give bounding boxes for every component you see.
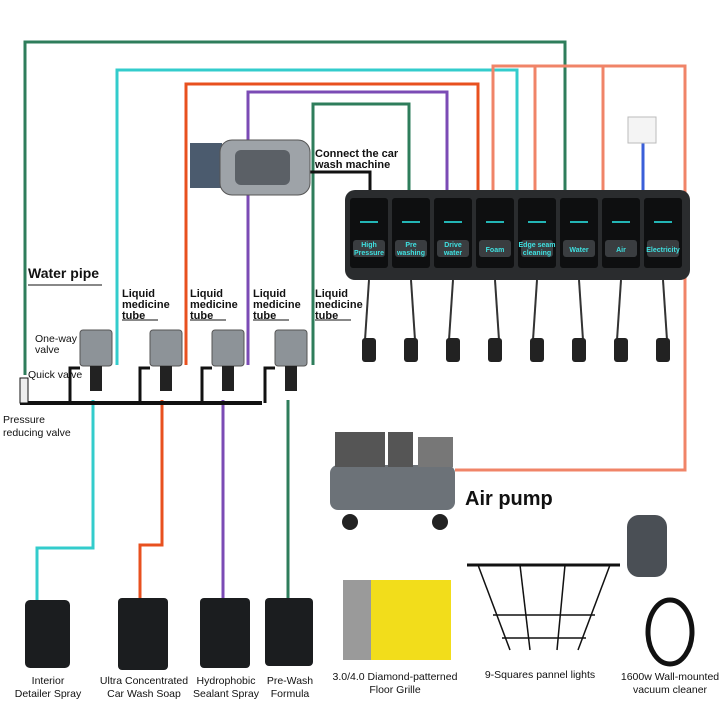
quick-valve-label: Quick valve xyxy=(28,369,82,381)
spray-gun xyxy=(488,338,502,362)
pump-outlet xyxy=(90,366,102,391)
pump-outlet xyxy=(222,366,234,391)
spray-gun xyxy=(530,338,544,362)
cyan-tube-bottom xyxy=(35,400,95,600)
spray-hose xyxy=(410,279,416,341)
air-pump xyxy=(330,432,455,530)
one-way-valve-text: One-way xyxy=(35,333,78,345)
cabinet-cell-label: Foam xyxy=(486,247,505,254)
cabinet-cell xyxy=(560,198,598,268)
car-wash-machine xyxy=(190,139,311,196)
cell-label-bg xyxy=(437,240,469,257)
air-line xyxy=(455,64,687,472)
orange-tube-line xyxy=(184,82,480,365)
spray-hose xyxy=(532,279,538,341)
pump-inlet-pipe xyxy=(138,366,150,403)
pump-inlet-pipe xyxy=(68,366,80,403)
purple-tube-line xyxy=(246,90,449,365)
dosing-pump xyxy=(274,329,308,367)
dosing-pump xyxy=(149,329,183,367)
product-label: 9-Squares pannel lights xyxy=(485,669,595,681)
dosing-pump xyxy=(211,329,245,367)
pressure-reducing-valve xyxy=(19,377,29,404)
spray-hose xyxy=(616,279,622,341)
cabinet-cell xyxy=(518,198,556,268)
air-pump-label: Air pump xyxy=(465,488,553,510)
pump-outlet xyxy=(160,366,172,391)
panel-lights xyxy=(467,563,620,651)
dosing-pump xyxy=(79,329,113,367)
spray-hose xyxy=(494,279,500,341)
cell-label-bg xyxy=(479,240,511,257)
spray-gun xyxy=(614,338,628,362)
cabinet-cell xyxy=(350,198,388,268)
cell-label-bg xyxy=(647,240,679,257)
pump-inlet-pipe xyxy=(200,366,212,403)
spray-hose xyxy=(364,279,370,341)
orange-tube-bottom xyxy=(138,400,164,600)
pump-outlet xyxy=(285,366,297,391)
water-pipe-line xyxy=(23,40,567,375)
spray-gun xyxy=(656,338,670,362)
green-tube-line xyxy=(311,102,411,365)
cabinet-cell xyxy=(392,198,430,268)
spray-hose xyxy=(448,279,454,341)
cell-label-bg xyxy=(395,240,427,257)
one-way-valve-label: One-way valve xyxy=(35,333,80,356)
product-images xyxy=(25,598,313,670)
water-pipe-label: Water pipe xyxy=(28,265,99,281)
cabinet-cell xyxy=(602,198,640,268)
spray-hose xyxy=(578,279,584,341)
cell-label-bg xyxy=(563,240,595,257)
vacuum-cleaner xyxy=(627,515,695,667)
cyan-tube-line xyxy=(115,68,519,365)
cell-label-bg xyxy=(353,240,385,257)
cabinet-cell xyxy=(644,198,682,268)
pump-inlet-pipe xyxy=(263,366,275,403)
cell-label-bg xyxy=(521,240,553,257)
cabinet-cell xyxy=(434,198,472,268)
spray-hose xyxy=(662,279,668,341)
machine-connect-line xyxy=(300,170,372,190)
cell-label-bg xyxy=(605,240,637,257)
power-socket xyxy=(627,116,657,144)
spray-gun xyxy=(446,338,460,362)
spray-gun xyxy=(404,338,418,362)
floor-grille xyxy=(343,580,451,660)
cabinet-cell-label: Electricity xyxy=(646,247,680,254)
spray-gun xyxy=(572,338,586,362)
cabinet-cell-label: Water xyxy=(569,247,588,254)
spray-gun xyxy=(362,338,376,362)
cabinet-cell-label: Air xyxy=(616,247,626,254)
cabinet-cell xyxy=(476,198,514,268)
